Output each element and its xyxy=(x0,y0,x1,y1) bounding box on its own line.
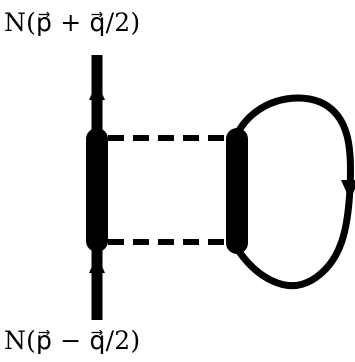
right-vertex-blob xyxy=(226,128,248,254)
nucleon-arrow-lower-icon xyxy=(89,255,105,273)
closed-loop xyxy=(233,94,355,289)
nucleon-arrow-upper-icon xyxy=(89,82,105,100)
loop-arrow-icon xyxy=(341,180,355,200)
outgoing-nucleon-label: N(p⃗ + q⃗/2) xyxy=(4,8,141,37)
incoming-nucleon-label: N(p⃗ − q⃗/2) xyxy=(4,326,141,355)
left-vertex-blob xyxy=(86,128,108,252)
